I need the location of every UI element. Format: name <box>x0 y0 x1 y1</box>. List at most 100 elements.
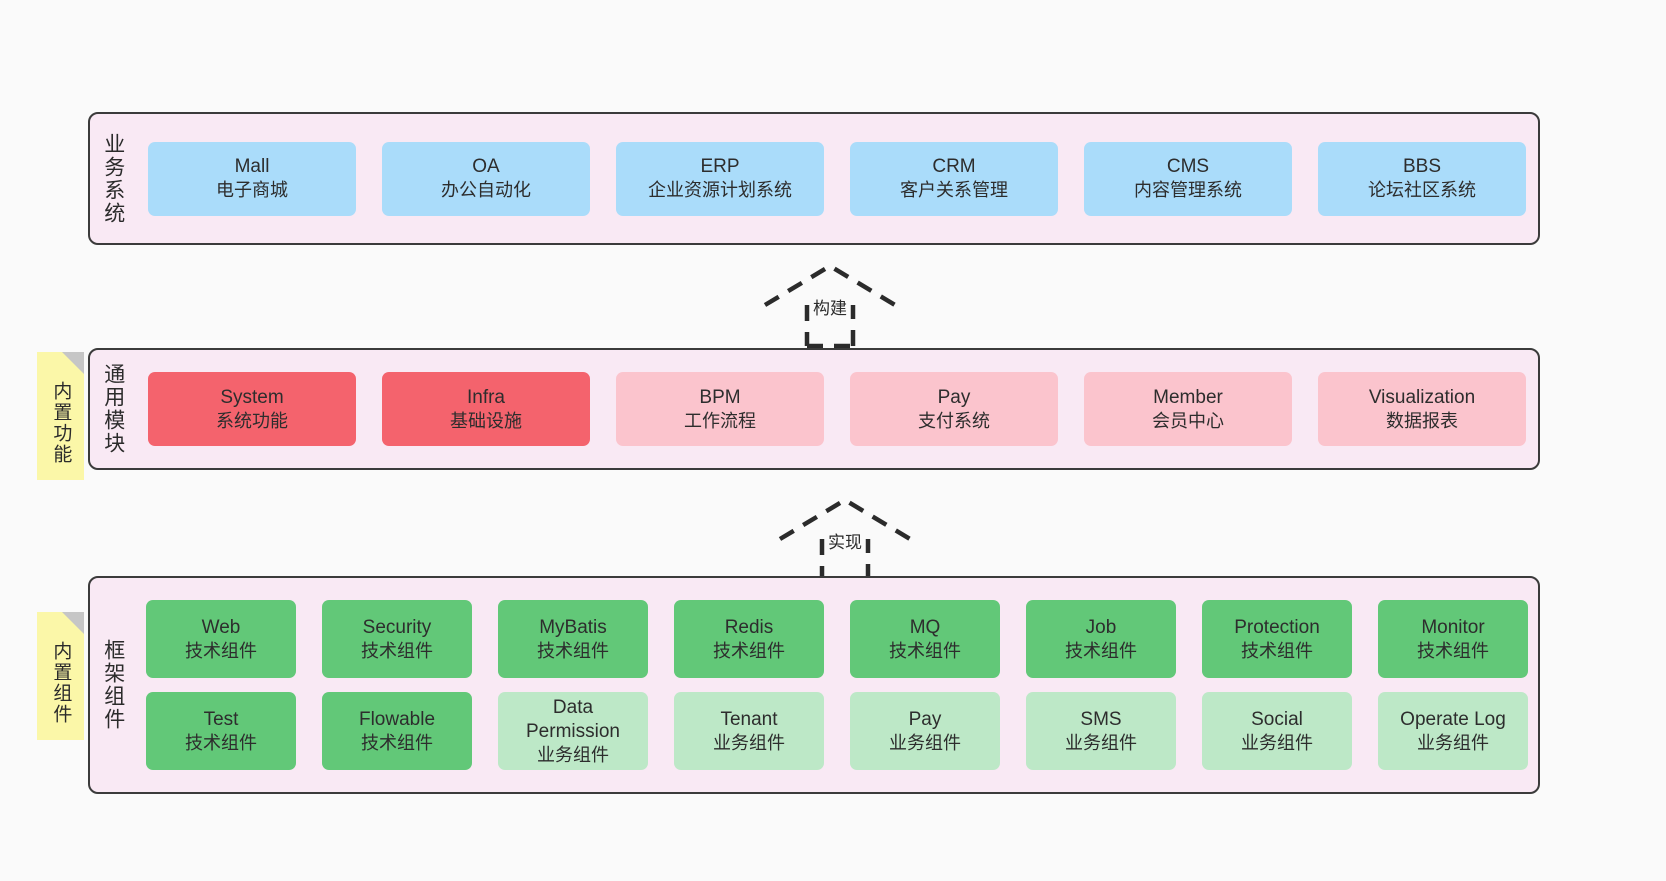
node-visualization-subtitle: 数据报表 <box>1386 410 1458 431</box>
node-test-subtitle: 技术组件 <box>185 732 257 753</box>
node-bpm[interactable]: BPM 工作流程 <box>616 372 824 446</box>
node-redis-subtitle: 技术组件 <box>713 640 785 661</box>
node-job[interactable]: Job 技术组件 <box>1026 600 1176 678</box>
node-member[interactable]: Member 会员中心 <box>1084 372 1292 446</box>
node-mq-subtitle: 技术组件 <box>889 640 961 661</box>
node-bbs-subtitle: 论坛社区系统 <box>1368 180 1476 201</box>
node-protection-name: Protection <box>1234 616 1320 638</box>
node-infra-subtitle: 基础设施 <box>450 410 522 431</box>
node-row-frame-business: Test 技术组件 Flowable 技术组件 Data Permission … <box>146 692 1528 770</box>
node-infra[interactable]: Infra 基础设施 <box>382 372 590 446</box>
node-bbs[interactable]: BBS 论坛社区系统 <box>1318 141 1526 216</box>
connector-implement-label: 实现 <box>828 533 862 552</box>
node-sms-name: SMS <box>1080 708 1122 730</box>
layer-title-common: 通用模块 <box>101 363 125 455</box>
node-bpm-name: BPM <box>699 386 741 408</box>
layer-common-modules: 通用模块 System 系统功能 Infra 基础设施 BPM 工作流程 Pay… <box>88 348 1540 470</box>
node-test-name: Test <box>203 708 239 730</box>
node-pay-component[interactable]: Pay 业务组件 <box>850 692 1000 770</box>
node-tenant-name: Tenant <box>720 708 778 730</box>
node-crm[interactable]: CRM 客户关系管理 <box>850 141 1058 216</box>
node-redis[interactable]: Redis 技术组件 <box>674 600 824 678</box>
node-protection[interactable]: Protection 技术组件 <box>1202 600 1352 678</box>
sticky-fold-icon <box>62 612 84 634</box>
layer-body-frame: Web 技术组件 Security 技术组件 MyBatis 技术组件 Redi… <box>136 578 1538 792</box>
node-bpm-subtitle: 工作流程 <box>684 410 756 431</box>
layer-body-common: System 系统功能 Infra 基础设施 BPM 工作流程 Pay 支付系统… <box>136 350 1538 468</box>
node-tenant-subtitle: 业务组件 <box>713 732 785 753</box>
node-pay-component-name: Pay <box>908 708 942 730</box>
node-system[interactable]: System 系统功能 <box>148 372 356 446</box>
sticky-note-builtin-component: 内置组件 <box>37 612 84 740</box>
node-redis-name: Redis <box>724 616 774 638</box>
node-pay-module-name: Pay <box>937 386 971 408</box>
node-social-subtitle: 业务组件 <box>1241 732 1313 753</box>
node-sms-subtitle: 业务组件 <box>1065 732 1137 753</box>
node-flowable-subtitle: 技术组件 <box>361 732 433 753</box>
node-mybatis-name: MyBatis <box>539 616 607 638</box>
node-erp-subtitle: 企业资源计划系统 <box>648 180 792 201</box>
node-data-permission-subtitle: 业务组件 <box>537 744 609 765</box>
node-member-subtitle: 会员中心 <box>1152 410 1224 431</box>
node-security-name: Security <box>362 616 432 638</box>
node-cms[interactable]: CMS 内容管理系统 <box>1084 141 1292 216</box>
node-operate-log-name: Operate Log <box>1400 708 1506 730</box>
node-mybatis-subtitle: 技术组件 <box>537 640 609 661</box>
layer-title-frame: 框架组件 <box>101 639 125 731</box>
node-cms-subtitle: 内容管理系统 <box>1134 180 1242 201</box>
node-tenant[interactable]: Tenant 业务组件 <box>674 692 824 770</box>
node-monitor-name: Monitor <box>1421 616 1485 638</box>
node-mybatis[interactable]: MyBatis 技术组件 <box>498 600 648 678</box>
node-system-subtitle: 系统功能 <box>216 410 288 431</box>
layer-framework-components: 框架组件 Web 技术组件 Security 技术组件 MyBatis 技术组件… <box>88 576 1540 794</box>
node-monitor[interactable]: Monitor 技术组件 <box>1378 600 1528 678</box>
node-row-business: Mall 电子商城 OA 办公自动化 ERP 企业资源计划系统 CRM 客户关系… <box>148 141 1526 216</box>
node-visualization-name: Visualization <box>1368 386 1476 408</box>
node-web-subtitle: 技术组件 <box>185 640 257 661</box>
node-flowable-name: Flowable <box>358 708 436 730</box>
node-job-name: Job <box>1085 616 1117 638</box>
node-pay-component-subtitle: 业务组件 <box>889 732 961 753</box>
node-security[interactable]: Security 技术组件 <box>322 600 472 678</box>
node-oa-name: OA <box>472 156 500 178</box>
node-oa[interactable]: OA 办公自动化 <box>382 141 590 216</box>
node-web-name: Web <box>201 616 241 638</box>
node-data-permission[interactable]: Data Permission 业务组件 <box>498 692 648 770</box>
node-erp-name: ERP <box>700 156 740 178</box>
node-job-subtitle: 技术组件 <box>1065 640 1137 661</box>
connector-build-label: 构建 <box>813 299 847 318</box>
node-visualization[interactable]: Visualization 数据报表 <box>1318 372 1526 446</box>
sticky-fold-icon <box>62 352 84 374</box>
node-crm-name: CRM <box>932 156 976 178</box>
node-cms-name: CMS <box>1166 156 1210 178</box>
node-pay-module[interactable]: Pay 支付系统 <box>850 372 1058 446</box>
node-operate-log[interactable]: Operate Log 业务组件 <box>1378 692 1528 770</box>
node-row-frame-tech: Web 技术组件 Security 技术组件 MyBatis 技术组件 Redi… <box>146 600 1528 678</box>
node-mq-name: MQ <box>909 616 941 638</box>
node-system-name: System <box>220 386 284 408</box>
node-web[interactable]: Web 技术组件 <box>146 600 296 678</box>
node-mall-subtitle: 电子商城 <box>216 180 288 201</box>
node-test[interactable]: Test 技术组件 <box>146 692 296 770</box>
node-mq[interactable]: MQ 技术组件 <box>850 600 1000 678</box>
layer-business-systems: 业务系统 Mall 电子商城 OA 办公自动化 ERP 企业资源计划系统 CRM… <box>88 112 1540 245</box>
node-sms[interactable]: SMS 业务组件 <box>1026 692 1176 770</box>
sticky-note-builtin-component-label: 内置组件 <box>50 641 72 725</box>
node-pay-module-subtitle: 支付系统 <box>918 410 990 431</box>
node-operate-log-subtitle: 业务组件 <box>1417 732 1489 753</box>
node-mall[interactable]: Mall 电子商城 <box>148 141 356 216</box>
node-row-common: System 系统功能 Infra 基础设施 BPM 工作流程 Pay 支付系统… <box>148 372 1526 446</box>
connector-implement: 实现 <box>770 492 920 583</box>
node-social[interactable]: Social 业务组件 <box>1202 692 1352 770</box>
node-mall-name: Mall <box>234 156 270 178</box>
node-monitor-subtitle: 技术组件 <box>1417 640 1489 661</box>
node-social-name: Social <box>1251 708 1303 730</box>
layer-body-business: Mall 电子商城 OA 办公自动化 ERP 企业资源计划系统 CRM 客户关系… <box>136 114 1538 243</box>
node-flowable[interactable]: Flowable 技术组件 <box>322 692 472 770</box>
node-data-permission-name: Data Permission <box>526 696 620 742</box>
connector-build: 构建 <box>755 258 905 349</box>
node-crm-subtitle: 客户关系管理 <box>900 180 1008 201</box>
node-infra-name: Infra <box>466 386 506 408</box>
node-erp[interactable]: ERP 企业资源计划系统 <box>616 141 824 216</box>
layer-title-business: 业务系统 <box>101 132 125 225</box>
